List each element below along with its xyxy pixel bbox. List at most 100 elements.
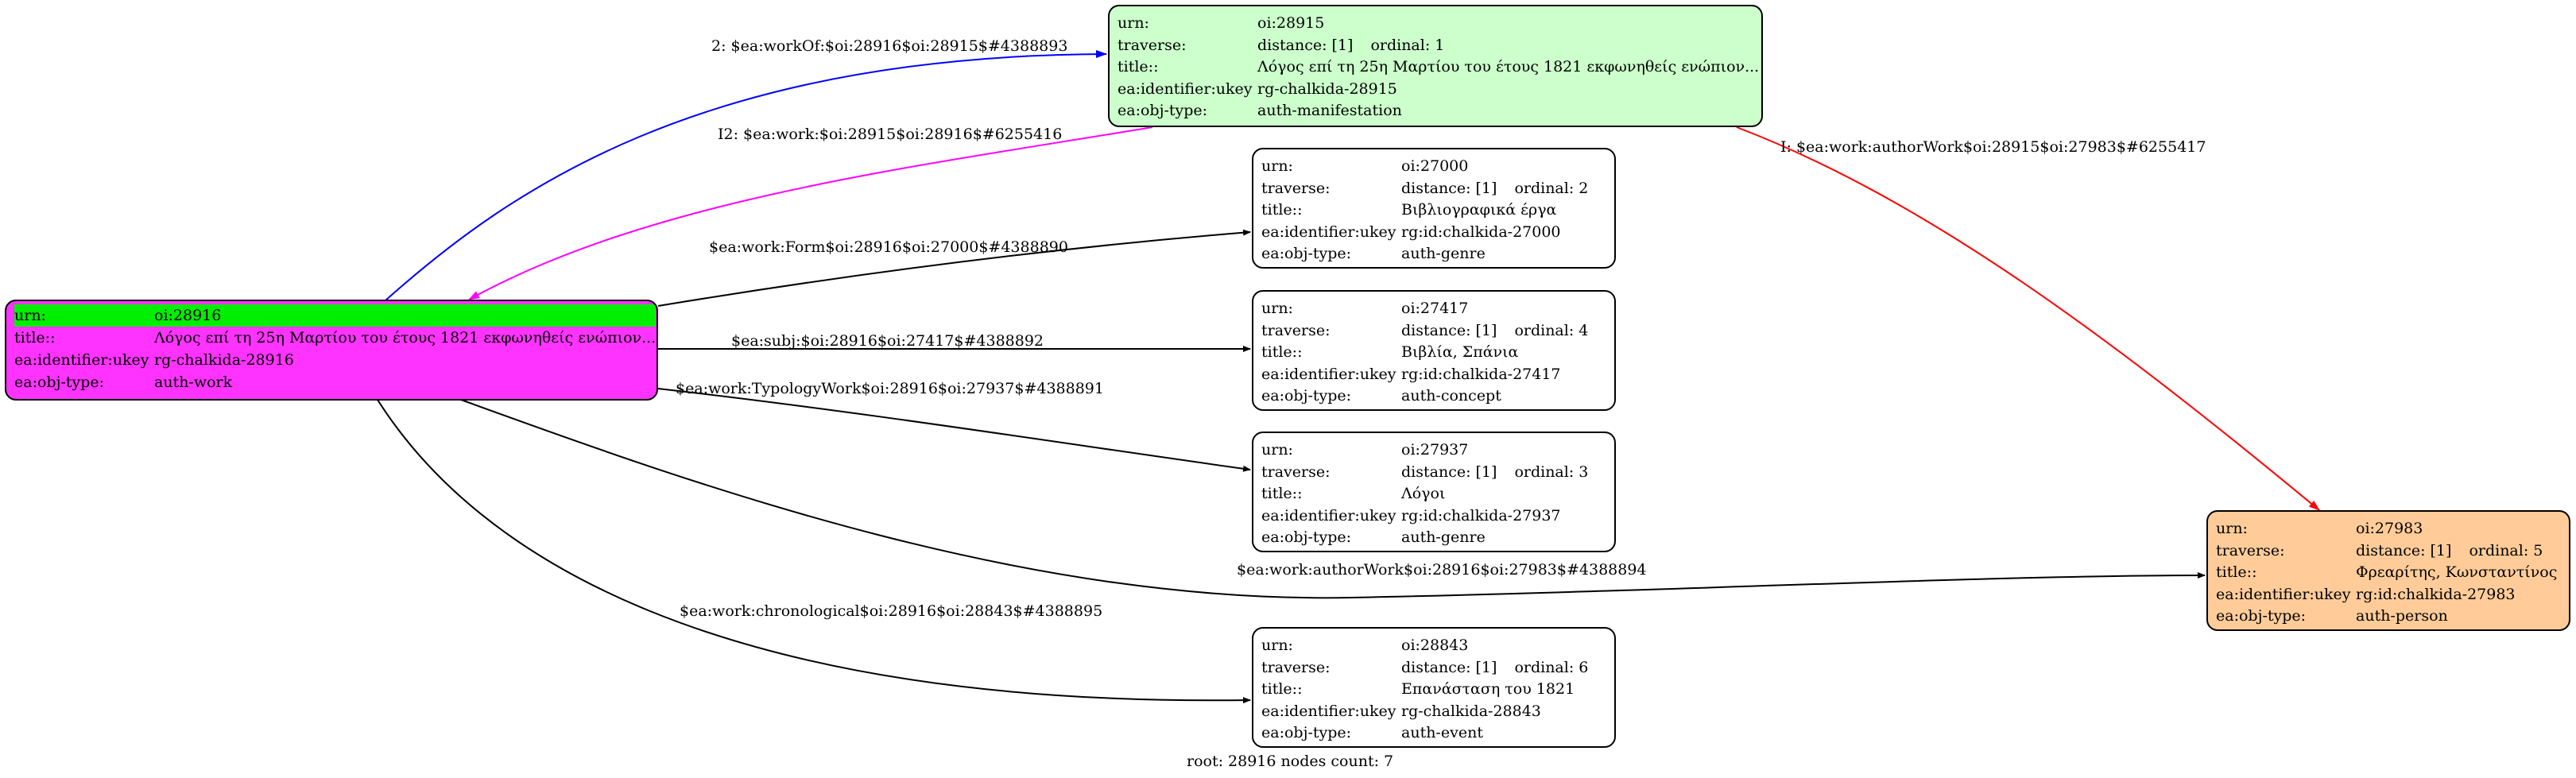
title-value: Βιβλιογραφικά έργα [1401,201,1557,219]
root-node-28916[interactable]: urn:oi:28916 title::Λόγος επί τη 25η Μαρ… [5,300,658,401]
edge-label-work-back: I2: $ea:work:$oi:28915$oi:28916$#6255416 [718,126,1062,143]
urn-value: oi:27983 [2356,520,2423,537]
type-label: ea:obj-type: [1261,245,1352,262]
edge-work-back [468,126,1153,300]
ordinal-value: ordinal: 4 [1514,321,1589,339]
edge-label-chronological: $ea:work:chronological$oi:28916$oi:28843… [680,602,1102,620]
node-27937[interactable]: urn: oi:27937 traverse: distance: [1] ordin… [1252,432,1616,552]
title-value: Βιβλία, Σπάνια [1401,343,1519,361]
ukey-label: ea:identifier:ukey [1118,79,1253,98]
ukey-value: rg-chalkida-28915 [1257,79,1397,98]
urn-label: urn: [1261,441,1293,459]
traverse-value: distance: [1]ordinal: 5 [2356,540,2557,563]
urn-value: oi:28916 [154,304,657,327]
type-value: auth-genre [1401,245,1486,262]
ukey-label: ea:identifier:ukey [1261,365,1396,383]
type-value: auth-work [154,374,233,391]
title-value: Λόγος επί τη 25η Μαρτίου του έτους 1821 … [154,329,657,346]
edge-form [657,229,1251,307]
ukey-label: ea:identifier:ukey [1261,702,1396,720]
ordinal-value: ordinal: 1 [1370,36,1445,54]
node-table: urn: oi:27000 traverse: distance: [1] ordin… [1261,156,1588,265]
ukey-value: rg:id:chalkida-27417 [1401,365,1561,383]
traverse-label: traverse: [1261,658,1331,676]
urn-value: oi:27000 [1401,157,1469,175]
edge-label-form: $ea:work:Form$oi:28916$oi:27000$#4388890 [709,238,1068,256]
urn-label: urn: [1261,300,1293,317]
title-label: title:: [1261,201,1303,219]
type-label: ea:obj-type: [1118,102,1208,119]
urn-label: urn: [1118,14,1149,32]
urn-label: urn: [1261,637,1293,654]
distance-value: distance: [1] [1401,321,1497,339]
urn-value: oi:28843 [1401,637,1469,654]
title-label: title:: [1261,343,1303,361]
node-table: urn: oi:28915 traverse: distance: [1] ordin… [1118,13,1759,122]
traverse-label: traverse: [1261,179,1331,197]
title-value: Λόγος επί τη 25η Μαρτίου του έτους 1821 … [1257,58,1760,75]
ukey-value: rg:id:chalkida-27983 [2356,585,2516,603]
ukey-value: rg:id:chalkida-27000 [1401,223,1561,241]
title-label: title:: [1261,485,1303,502]
graph-footer: root: 28916 nodes count: 7 [1187,753,1394,770]
node-28915[interactable]: urn: oi:28915 traverse: distance: [1] ordin… [1108,5,1763,127]
edge-label-workof: 2: $ea:workOf:$oi:28916$oi:28915$#438889… [711,37,1067,55]
title-value: Επανάσταση του 1821 [1401,680,1575,698]
node-27417[interactable]: urn: oi:27417 traverse: distance: [1] ordin… [1252,290,1616,411]
urn-value: oi:27417 [1401,300,1469,317]
ordinal-value: ordinal: 3 [1514,463,1589,481]
distance-value: distance: [1] [1257,36,1354,54]
type-value: auth-event [1401,724,1483,741]
urn-label: urn: [1261,157,1293,175]
distance-value: distance: [1] [1401,658,1497,676]
traverse-label: traverse: [1261,321,1331,339]
edge-label-typology: $ea:work:TypologyWork$oi:28916$oi:27937$… [676,380,1104,397]
title-value: Φρεαρίτης, Κωνσταντίνος [2356,563,2558,581]
type-label: ea:obj-type: [1261,528,1352,546]
distance-value: distance: [1] [1401,463,1497,481]
type-label: ea:obj-type: [14,374,105,391]
distance-value: distance: [1] [1401,179,1497,197]
type-value: auth-concept [1401,387,1501,404]
node-table: urn: oi:28843 traverse: distance: [1]ordin… [1261,635,1588,745]
traverse-value: distance: [1] ordinal: 2 [1401,178,1588,200]
ukey-value: rg-chalkida-28916 [154,351,294,369]
ukey-label: ea:identifier:ukey [14,351,149,369]
node-table: urn: oi:27937 traverse: distance: [1] ordin… [1261,439,1588,549]
ukey-value: rg:id:chalkida-27937 [1401,506,1561,524]
ukey-value: rg-chalkida-28843 [1401,702,1541,720]
ukey-label: ea:identifier:ukey [1261,223,1396,241]
title-label: title:: [2216,563,2257,581]
ordinal-value: ordinal: 2 [1514,179,1589,197]
node-27000[interactable]: urn: oi:27000 traverse: distance: [1] ordin… [1252,148,1616,269]
title-label: title:: [1118,58,1159,75]
node-28843[interactable]: urn: oi:28843 traverse: distance: [1]ordin… [1252,627,1616,748]
traverse-label: traverse: [1261,463,1331,481]
traverse-value: distance: [1] ordinal: 3 [1401,462,1588,484]
type-label: ea:obj-type: [2216,607,2307,625]
edge-chronological [377,399,1251,704]
edge-label-authorwork: $ea:work:authorWork$oi:28916$oi:27983$#4… [1237,561,1647,579]
traverse-value: distance: [1] ordinal: 1 [1257,35,1759,57]
edge-authorwork [460,399,2206,599]
root-node-table: urn:oi:28916 title::Λόγος επί τη 25η Μαρ… [14,304,657,393]
traverse-label: traverse: [1118,36,1187,54]
urn-label: urn: [2216,520,2248,537]
ukey-label: ea:identifier:ukey [2216,585,2351,603]
title-value: Λόγοι [1401,485,1446,502]
edge-typology [657,388,1251,472]
distance-value: distance: [1] [2356,541,2452,559]
traverse-value: distance: [1]ordinal: 6 [1401,657,1588,679]
node-table: urn: oi:27983 traverse: distance: [1]ordin… [2216,518,2557,628]
urn-label: urn: [14,304,154,327]
type-value: auth-person [2356,607,2448,625]
type-label: ea:obj-type: [1261,724,1352,741]
urn-value: oi:28915 [1257,14,1325,32]
node-27983[interactable]: urn: oi:27983 traverse: distance: [1]ordin… [2206,510,2570,631]
type-value: auth-manifestation [1257,102,1402,119]
traverse-label: traverse: [2216,541,2285,559]
edge-label-authorwork-28915: I: $ea:work:authorWork$oi:28915$oi:27983… [1780,138,2206,156]
urn-value: oi:27937 [1401,441,1469,459]
node-table: urn: oi:27417 traverse: distance: [1] ordin… [1261,298,1588,408]
